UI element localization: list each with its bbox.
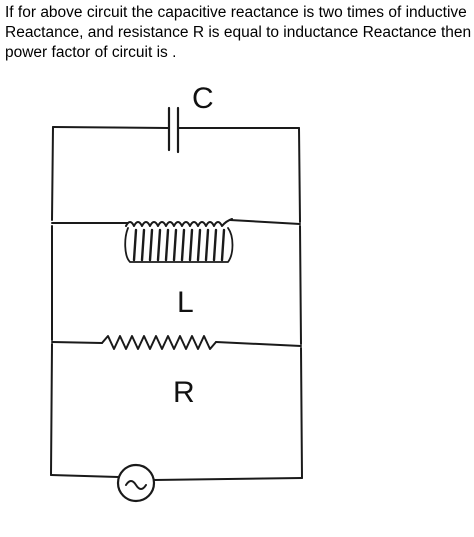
capacitor-label: C: [192, 82, 214, 115]
left-rail-wire: [50, 126, 54, 476]
resistor-zigzag: [101, 335, 217, 350]
source-branch: [50, 463, 303, 503]
inductor-branch: [51, 218, 301, 263]
question-text: If for above circuit the capacitive reac…: [5, 3, 471, 63]
resistor-label: R: [173, 376, 195, 409]
resistor-branch: [51, 335, 302, 350]
resistor-wire-left: [51, 341, 103, 344]
resistor-wire-right: [215, 341, 302, 347]
question-line-1: If for above circuit the capacitive reac…: [5, 4, 467, 21]
inductor-windings: [132, 228, 226, 262]
inductor-body: [124, 227, 234, 263]
inductor-wire-right: [229, 219, 301, 225]
inductor-label: L: [177, 286, 194, 319]
question-line-3: power factor of circuit is .: [5, 44, 177, 61]
right-rail-wire: [298, 127, 303, 479]
question-line-2: Reactance, and resistance R is equal to …: [5, 24, 472, 41]
capacitor-wire-left: [52, 126, 169, 129]
source-wire-right: [153, 477, 303, 481]
ac-source-circle: [116, 463, 156, 503]
source-wire-left: [50, 474, 119, 478]
inductor-top-coil: [125, 218, 233, 227]
ac-source-wave: [125, 480, 147, 490]
capacitor-branch: [52, 106, 300, 154]
